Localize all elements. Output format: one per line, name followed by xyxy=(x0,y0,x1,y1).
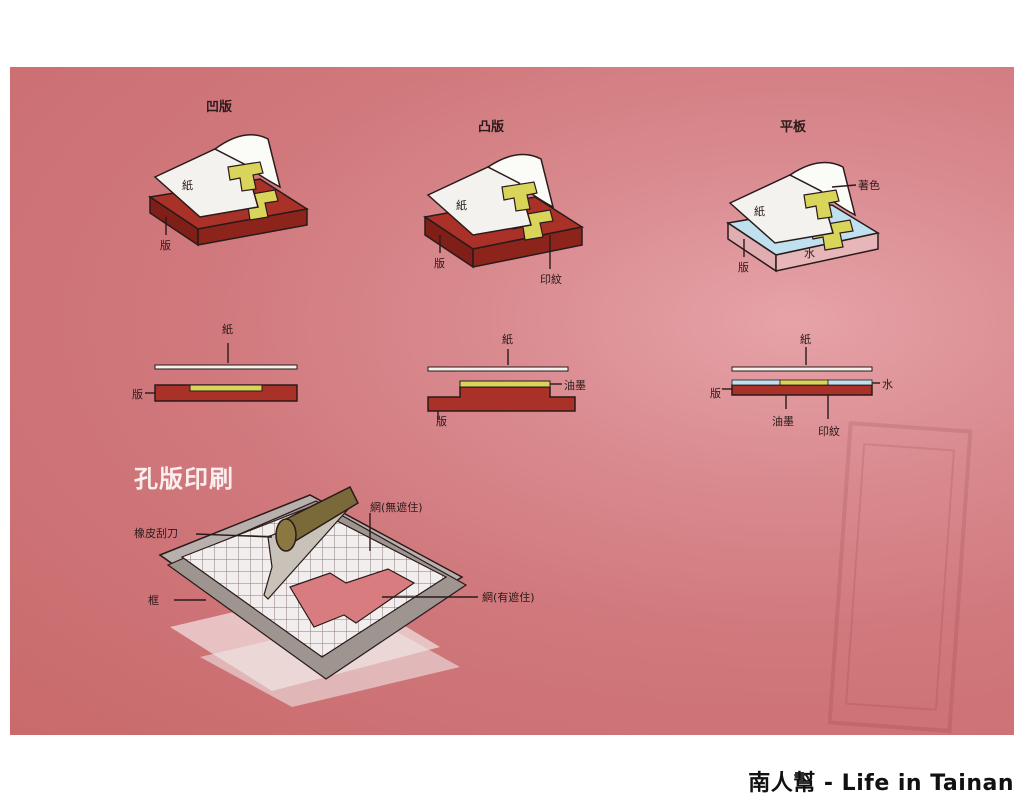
section-relief-paper-label: 紙 xyxy=(502,332,513,346)
screen-squeegee-label: 橡皮刮刀 xyxy=(134,526,178,540)
diagram-canvas: 凹版 紙 版 凸版 紙 版 印紋 平板 紙 著色 水 版 紙 xyxy=(132,99,973,733)
relief-pattern-label: 印紋 xyxy=(540,272,562,286)
intaglio-paper-label: 紙 xyxy=(182,178,193,192)
planographic-cross-section xyxy=(722,347,880,419)
printing-methods-poster: 凹版 紙 版 凸版 紙 版 印紋 平板 紙 著色 水 版 紙 xyxy=(10,67,1014,735)
screen-frame-label: 框 xyxy=(148,594,159,607)
section-planographic-pattern-label: 印紋 xyxy=(818,424,840,438)
relief-cross-section xyxy=(427,349,576,419)
planographic-water-label: 水 xyxy=(804,247,815,260)
screen-mesh-covered-label: 網(有遮住) xyxy=(482,590,535,604)
screen-printing-title: 孔版印刷 xyxy=(134,465,234,493)
section-intaglio-plate-label: 版 xyxy=(132,387,143,401)
relief-plate-label: 版 xyxy=(434,256,445,270)
planographic-title: 平板 xyxy=(780,119,807,135)
section-relief-ink-label: 油墨 xyxy=(564,378,586,392)
intaglio-3d-illustration xyxy=(147,134,310,247)
relief-paper-label: 紙 xyxy=(456,198,467,212)
planographic-paper-label: 紙 xyxy=(754,204,765,218)
screen-printing-illustration xyxy=(158,485,478,707)
section-relief-plate-label: 版 xyxy=(436,414,447,428)
section-planographic-ink-label: 油墨 xyxy=(772,414,794,428)
screen-mesh-open-label: 網(無遮住) xyxy=(370,500,423,514)
section-intaglio-paper-label: 紙 xyxy=(222,322,233,336)
relief-title: 凸版 xyxy=(478,119,504,135)
planographic-3d-illustration xyxy=(726,161,880,273)
section-planographic-plate-label: 版 xyxy=(710,386,721,400)
relief-3d-illustration xyxy=(423,153,584,269)
section-planographic-water-label: 水 xyxy=(882,378,893,391)
site-caption: 南人幫 - Life in Tainan xyxy=(748,771,1014,796)
intaglio-cross-section xyxy=(145,343,298,402)
section-planographic-paper-label: 紙 xyxy=(800,332,811,346)
intaglio-plate-label: 版 xyxy=(160,238,171,252)
intaglio-title: 凹版 xyxy=(206,99,232,115)
stamp-watermark xyxy=(827,421,973,733)
planographic-ink-color-label: 著色 xyxy=(858,178,880,192)
planographic-plate-label: 版 xyxy=(738,260,749,274)
